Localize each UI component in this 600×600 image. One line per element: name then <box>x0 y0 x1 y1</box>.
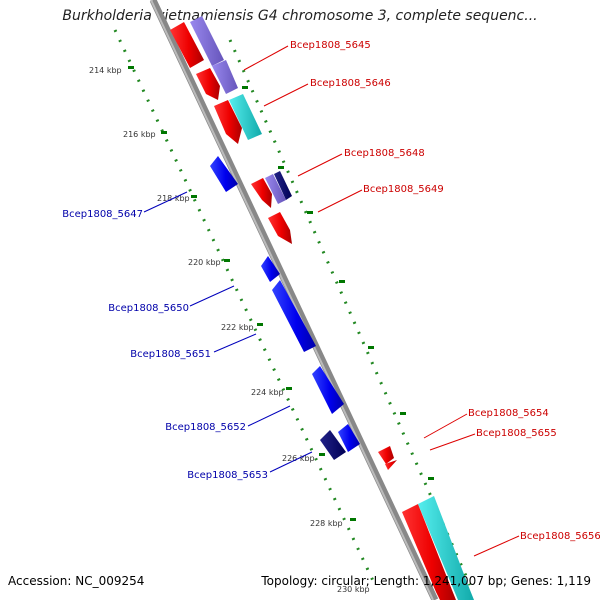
ruler-tick <box>307 211 313 214</box>
cds-forward[interactable] <box>378 446 394 464</box>
reverse-leader-lines <box>143 191 313 473</box>
ruler-label-222: 222 kbp <box>221 323 254 332</box>
cds-reverse[interactable] <box>210 156 238 192</box>
leader-line <box>297 153 343 177</box>
cds-forward[interactable] <box>402 504 456 600</box>
outer-dotted-track <box>228 39 472 586</box>
forward-features <box>170 16 474 600</box>
ruler-label-230: 230 kbp <box>337 585 370 594</box>
ruler-tick <box>191 195 197 198</box>
forward-leader-lines <box>243 45 520 557</box>
ruler-tick <box>368 346 374 349</box>
ruler-label-224: 224 kbp <box>251 388 284 397</box>
cds-forward[interactable] <box>196 68 220 100</box>
leader-line <box>213 333 257 353</box>
cds-reverse-dark[interactable] <box>320 430 346 460</box>
gene-label-5649[interactable]: Bcep1808_5649 <box>363 184 444 195</box>
cds-reverse[interactable] <box>312 366 344 414</box>
leader-line <box>189 285 235 307</box>
ruler-tick <box>161 131 167 134</box>
ruler-tick <box>257 323 263 326</box>
ruler-label-216: 216 kbp <box>123 130 156 139</box>
cds-forward[interactable] <box>385 460 397 470</box>
leader-line <box>317 189 363 213</box>
gene-label-5653[interactable]: Bcep1808_5653 <box>187 470 268 481</box>
gene-label-5650[interactable]: Bcep1808_5650 <box>108 303 189 314</box>
gene-label-5651[interactable]: Bcep1808_5651 <box>130 349 211 360</box>
feature-purple[interactable] <box>265 174 286 204</box>
leader-line <box>143 191 188 213</box>
gene-label-5656[interactable]: Bcep1808_5656 <box>520 531 600 542</box>
ruler-tick <box>339 280 345 283</box>
map-title: Burkholderia vietnamiensis G4 chromosome… <box>62 8 538 24</box>
summary-text: Topology: circular; Length: 1,241,007 bp… <box>261 574 591 588</box>
ruler-tick <box>224 259 230 262</box>
gene-label-5647[interactable]: Bcep1808_5647 <box>62 209 143 220</box>
gene-label-5648[interactable]: Bcep1808_5648 <box>344 148 425 159</box>
accession-text: Accession: NC_009254 <box>8 574 145 588</box>
reverse-gene-labels: Bcep1808_5647 Bcep1808_5650 Bcep1808_565… <box>62 209 268 481</box>
ruler-tick <box>242 86 248 89</box>
gene-label-5646[interactable]: Bcep1808_5646 <box>310 78 391 89</box>
leader-line <box>473 535 520 557</box>
ruler-tick <box>350 518 356 521</box>
ruler-label-220: 220 kbp <box>188 258 221 267</box>
feature-purple[interactable] <box>190 16 224 66</box>
cds-forward[interactable] <box>214 100 242 144</box>
ruler-tick <box>286 387 292 390</box>
gene-label-5654[interactable]: Bcep1808_5654 <box>468 408 549 419</box>
ruler-label-214: 214 kbp <box>89 66 122 75</box>
leader-line <box>269 451 313 473</box>
cds-reverse[interactable] <box>261 256 280 282</box>
gene-label-5645[interactable]: Bcep1808_5645 <box>290 40 371 51</box>
ruler-ticks <box>128 66 434 521</box>
backbone-line <box>149 0 439 600</box>
leader-line <box>243 45 289 71</box>
leader-line <box>423 413 468 439</box>
leader-line <box>247 405 291 427</box>
ruler-tick <box>319 453 325 456</box>
ruler-tick <box>400 412 406 415</box>
ruler-label-228: 228 kbp <box>310 519 343 528</box>
ruler-tick <box>428 477 434 480</box>
backbone-highlight <box>150 0 434 600</box>
feature-purple[interactable] <box>212 60 238 94</box>
feature-cyan[interactable] <box>229 94 262 140</box>
reverse-features <box>210 156 360 460</box>
feature-navy[interactable] <box>274 171 292 200</box>
ruler-labels: 214 kbp 216 kbp 218 kbp 220 kbp 222 kbp … <box>89 66 370 594</box>
feature-cyan[interactable] <box>418 496 474 600</box>
gene-label-5655[interactable]: Bcep1808_5655 <box>476 428 557 439</box>
cds-reverse[interactable] <box>272 280 316 352</box>
cds-forward[interactable] <box>170 22 204 68</box>
leader-line <box>429 433 476 451</box>
ruler-tick <box>128 66 134 69</box>
forward-gene-labels: Bcep1808_5645 Bcep1808_5646 Bcep1808_564… <box>290 40 600 542</box>
gene-label-5652[interactable]: Bcep1808_5652 <box>165 422 246 433</box>
ruler-tick <box>278 166 284 169</box>
cds-reverse[interactable] <box>338 424 360 452</box>
cds-forward[interactable] <box>251 178 272 208</box>
cds-forward[interactable] <box>268 212 292 244</box>
leader-line <box>263 83 309 107</box>
